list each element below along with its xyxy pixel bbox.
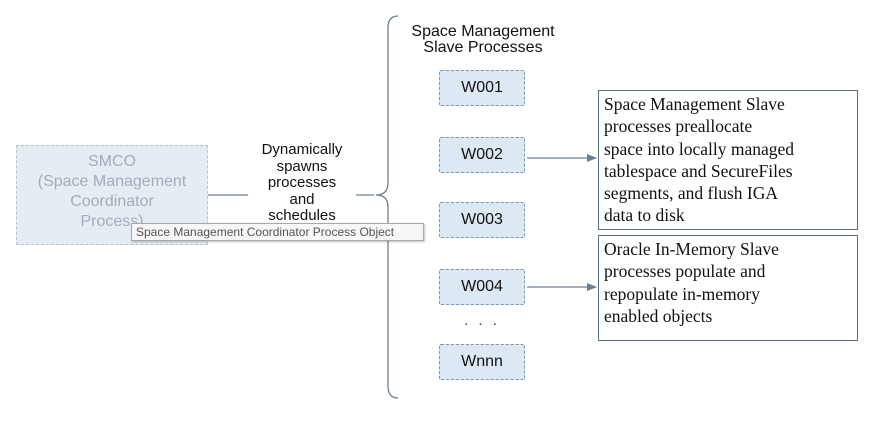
process-label: W002 xyxy=(461,146,503,163)
process-node-w003[interactable]: W003 xyxy=(439,202,525,238)
process-label: Wnnn xyxy=(461,353,503,370)
note-line: enabled objects xyxy=(604,305,713,326)
process-label: W003 xyxy=(461,211,503,228)
process-node-wnnn[interactable]: Wnnn xyxy=(439,344,525,380)
process-node-w002[interactable]: W002 xyxy=(439,137,525,173)
note-line: Oracle In-Memory Slave xyxy=(604,239,779,259)
action-line-4: and xyxy=(289,190,315,208)
note-space-management-slaves: Space Management Slave processes preallo… xyxy=(598,90,858,230)
action-line-1: Dynamically xyxy=(261,141,343,158)
action-line-3: processes xyxy=(267,174,337,192)
coordinator-line-3: Coordinator xyxy=(70,193,154,210)
coordinator-line-2: (Space Management xyxy=(37,173,187,190)
group-title-line-1: Space Management xyxy=(411,23,555,40)
action-line-2: spawns xyxy=(276,157,328,175)
process-label: W001 xyxy=(461,79,503,96)
action-line-5: schedules xyxy=(268,207,336,225)
note-line: data to disk xyxy=(604,205,685,226)
note-line: repopulate in-memory xyxy=(604,283,760,304)
note-line: tablespace and SecureFiles xyxy=(604,160,793,181)
smco-coordinator-node[interactable]: SMCO (Space Management Coordinator Proce… xyxy=(16,145,208,245)
note-line: processes preallocate xyxy=(604,116,753,137)
process-label: W004 xyxy=(461,278,503,295)
process-node-w004[interactable]: W004 xyxy=(439,269,525,305)
coordinator-tooltip: Space Management Coordinator Process Obj… xyxy=(131,223,424,241)
note-line: Space Management Slave xyxy=(604,94,785,114)
group-title-line-2: Slave Processes xyxy=(423,39,543,56)
note-in-memory-slaves: Oracle In-Memory Slave processes populat… xyxy=(598,235,858,341)
coordinator-line-4: Process) xyxy=(80,213,144,230)
group-brace xyxy=(375,15,399,399)
note-line: segments, and flush IGA xyxy=(604,183,779,204)
note-line: processes populate and xyxy=(604,261,766,282)
slave-processes-title: Space Management Slave Processes xyxy=(393,24,573,56)
coordinator-line-1: SMCO xyxy=(88,153,136,170)
more-processes-ellipsis: . . . xyxy=(464,312,500,329)
note-line: space into locally managed xyxy=(604,138,794,159)
process-node-w001[interactable]: W001 xyxy=(439,70,525,106)
